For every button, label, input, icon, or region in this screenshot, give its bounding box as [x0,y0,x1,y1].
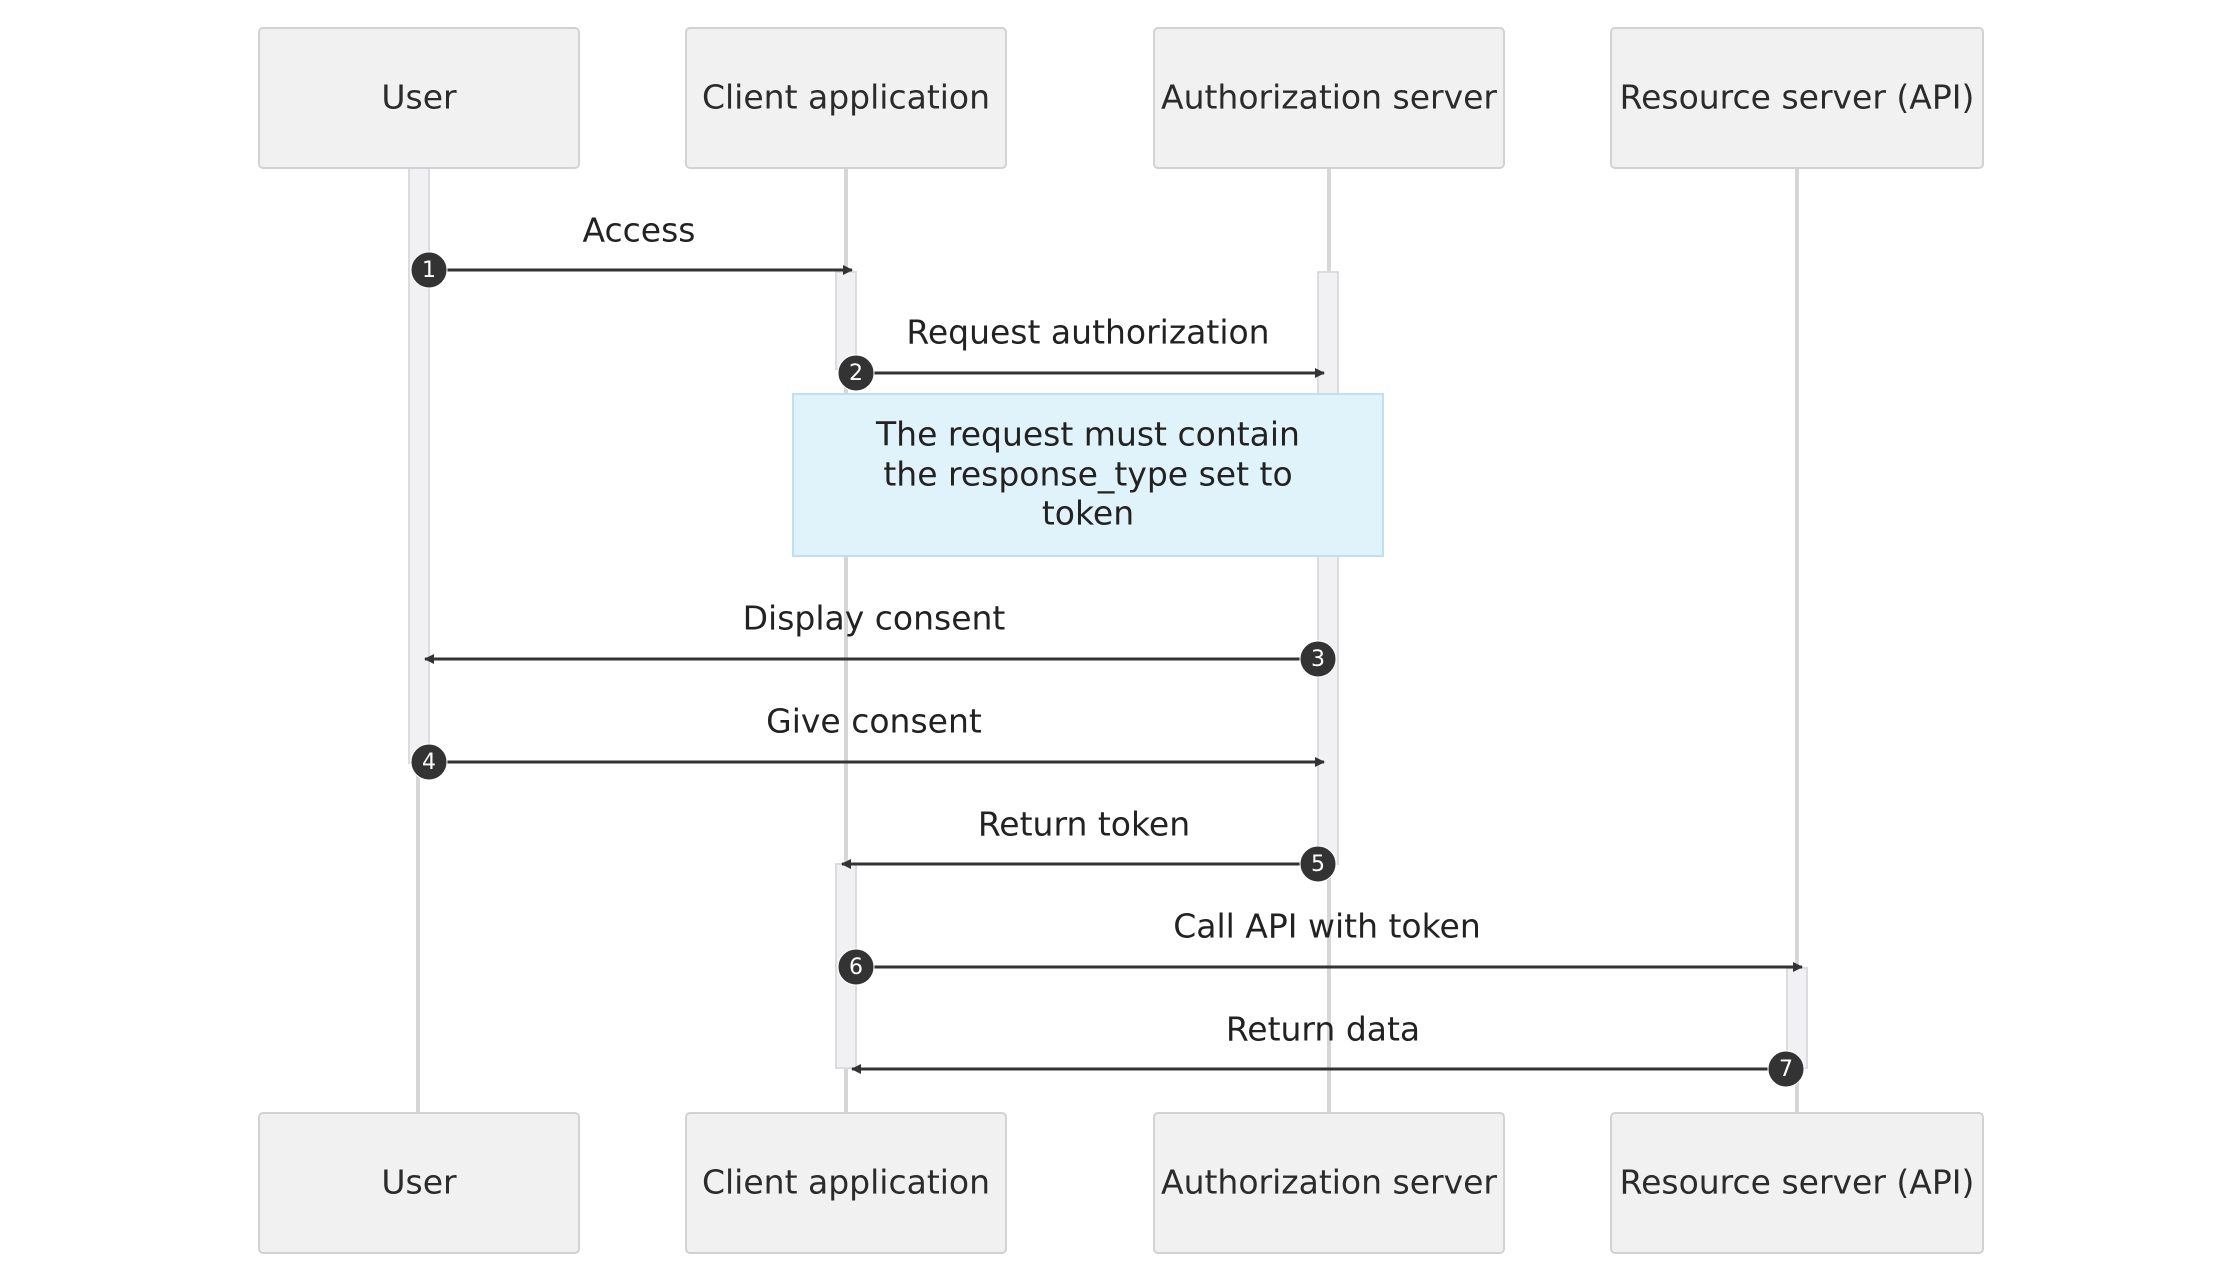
actor-top-resource: Resource server (API) [1610,27,1984,169]
note-line: token [1042,494,1134,533]
sequence-number: 6 [849,955,863,980]
message-label: Access [583,211,696,250]
actor-bottom-client: Client application [685,1112,1007,1254]
actor-label: Client application [702,78,990,117]
actor-label: Resource server (API) [1620,78,1975,117]
actor-label: Client application [702,1163,990,1202]
message-label: Request authorization [906,313,1269,352]
actor-bottom-user: User [258,1112,580,1254]
actor-top-auth: Authorization server [1153,27,1505,169]
message-label: Display consent [743,599,1006,638]
message-2: Request authorization 2 [837,313,1325,392]
message-label: Return data [1226,1010,1420,1049]
actor-top-user: User [258,27,580,169]
sequence-number-badge [837,354,875,392]
activation-client-1 [835,271,857,370]
actor-label: Authorization server [1161,1163,1497,1202]
message-label: Return token [978,805,1190,844]
sequence-number-badge [1299,640,1337,678]
note: The request must contain the response_ty… [792,393,1384,557]
sequence-number-badge [837,948,875,986]
note-line: The request must contain [875,415,1300,454]
message-7: Return data 7 [851,1010,1805,1088]
sequence-number: 2 [849,361,863,386]
message-label: Call API with token [1173,907,1481,946]
actor-label: Authorization server [1161,78,1497,117]
sequence-number: 5 [1311,852,1325,877]
sequence-number-badge [410,251,448,289]
sequence-number: 1 [422,258,436,283]
message-4: Give consent 4 [410,702,1325,781]
sequence-number: 4 [422,750,436,775]
actor-label: User [381,78,457,117]
actor-label: Resource server (API) [1620,1163,1975,1202]
sequence-number: 7 [1779,1057,1793,1082]
message-5: Return token 5 [841,805,1337,883]
sequence-number-badge [1299,845,1337,883]
activation-auth [1317,271,1339,865]
actor-bottom-resource: Resource server (API) [1610,1112,1984,1254]
note-line: the response_type set to [883,455,1292,494]
message-label: Give consent [766,702,982,741]
sequence-number: 3 [1311,647,1325,672]
sequence-number-badge [1767,1050,1805,1088]
message-1: Access 1 [410,211,853,289]
message-6: Call API with token 6 [837,907,1803,986]
actor-label: User [381,1163,457,1202]
actor-top-client: Client application [685,27,1007,169]
sequence-number-badge [410,743,448,781]
message-3: Display consent 3 [424,599,1337,678]
actor-bottom-auth: Authorization server [1153,1112,1505,1254]
